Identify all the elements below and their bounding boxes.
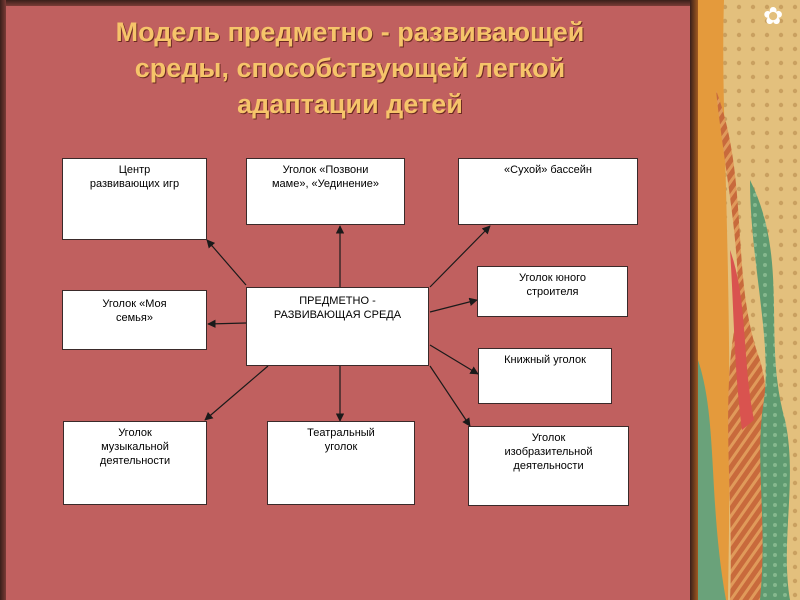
slide: Модель предметно - развивающей среды, сп…: [0, 0, 690, 600]
slide-frame-left: [0, 0, 6, 600]
arrow-to-book-corner: [429, 344, 479, 375]
node-music-corner: Уголок музыкальной деятельности: [63, 421, 207, 505]
node-art-corner: Уголок изобразительной деятельности: [468, 426, 629, 506]
node-dry-pool: «Сухой» бассейн: [458, 158, 638, 225]
arrow-to-dry-pool: [429, 225, 491, 288]
arrow-to-art-corner: [429, 365, 471, 427]
node-my-family: Уголок «Моя семья»: [62, 290, 207, 350]
decorative-ribbons: [698, 0, 800, 600]
node-theatre-corner: Театральный уголок: [267, 421, 415, 505]
decor-edge: [690, 0, 698, 600]
node-book-corner: Книжный уголок: [478, 348, 612, 404]
title-line-3: адаптации детей: [237, 89, 463, 119]
arrow-to-young-builder: [429, 297, 478, 313]
decorative-side-panel: [690, 0, 800, 600]
title-line-2: среды, способствующей легкой: [134, 53, 566, 83]
slide-title: Модель предметно - развивающей среды, сп…: [40, 14, 660, 122]
node-young-builder: Уголок юного строителя: [477, 266, 628, 317]
arrow-to-my-family: [207, 319, 247, 328]
arrow-to-center-games: [206, 239, 247, 286]
arrow-to-music-corner: [204, 365, 269, 421]
diagram-arrows: [204, 225, 491, 427]
node-center-games: Центр развивающих игр: [62, 158, 207, 240]
slide-frame-top: [0, 0, 690, 6]
flower-ornament-icon: ✿: [762, 2, 784, 30]
title-line-1: Модель предметно - развивающей: [115, 17, 585, 47]
node-center-environment: ПРЕДМЕТНО - РАЗВИВАЮЩАЯ СРЕДА: [246, 287, 429, 366]
node-corner-call-mom: Уголок «Позвони маме», «Уединение»: [246, 158, 405, 225]
